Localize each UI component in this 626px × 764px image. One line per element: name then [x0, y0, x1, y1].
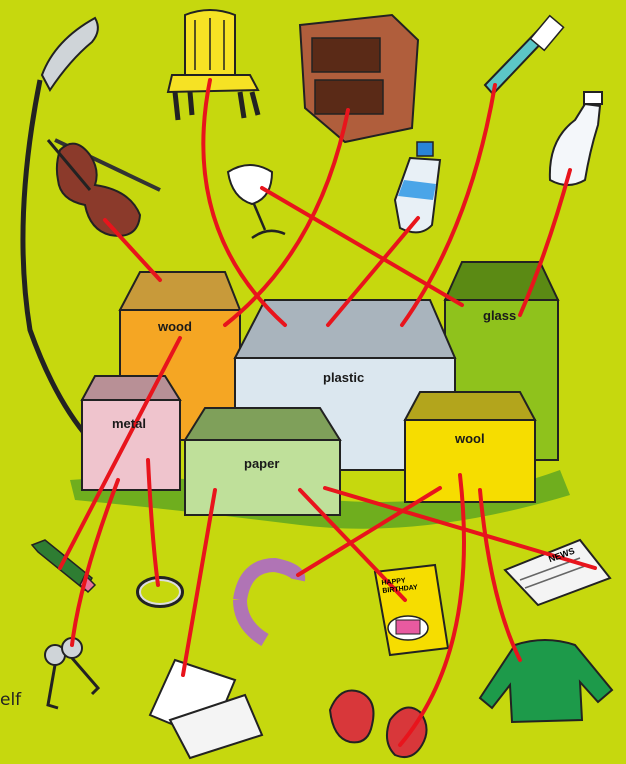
bracelet-icon	[138, 578, 182, 606]
letter-icon	[150, 660, 262, 758]
plastic-label: plastic	[323, 370, 364, 385]
wool-box	[405, 392, 535, 502]
glass-bottle-icon	[550, 92, 602, 185]
link-cabinet-wood	[225, 110, 348, 325]
toothbrush-icon	[485, 16, 564, 94]
cropped-edge-text: elf	[0, 690, 21, 710]
scarf-icon	[240, 565, 298, 640]
newspaper-icon	[505, 540, 610, 605]
keys-icon	[45, 638, 98, 708]
link-letter-paper	[183, 490, 215, 675]
cabinet-icon	[300, 15, 418, 142]
sweater-icon	[480, 640, 612, 722]
mittens-icon	[330, 690, 427, 757]
glass-label: glass	[483, 308, 516, 323]
wine-glass-icon	[228, 165, 285, 238]
metal-label: metal	[112, 416, 146, 431]
chair-icon	[168, 10, 258, 120]
wool-label: wool	[455, 431, 485, 446]
paper-label: paper	[244, 456, 279, 471]
knife-icon	[23, 18, 98, 440]
wood-label: wood	[158, 319, 192, 334]
